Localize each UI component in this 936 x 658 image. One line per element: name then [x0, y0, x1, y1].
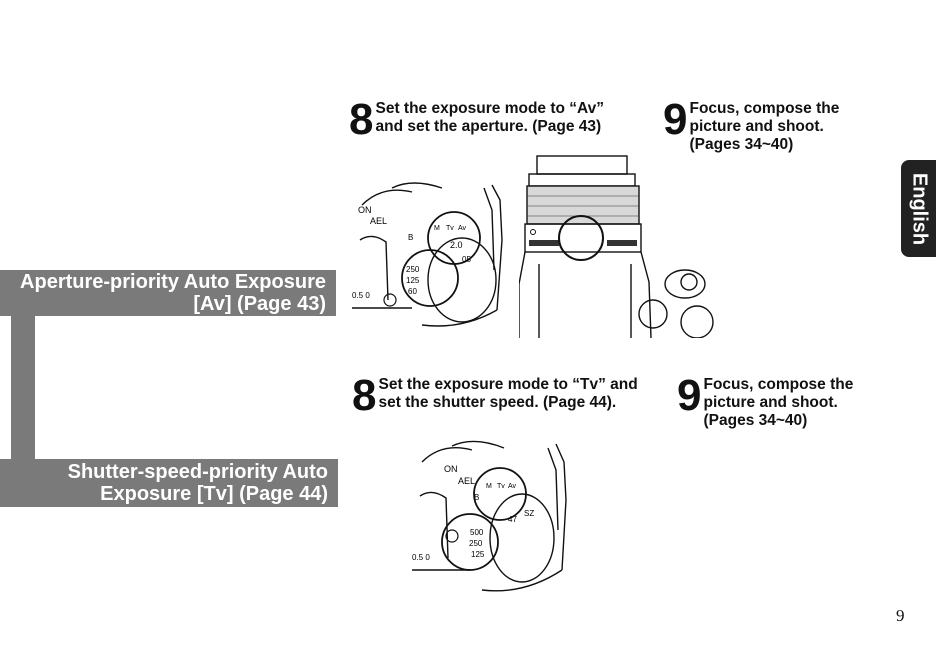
- step-number: 8: [352, 371, 377, 420]
- step-text-line2: set the shutter speed. (Page 44).: [378, 394, 617, 411]
- step-text-line2: and set the aperture. (Page 43): [375, 118, 602, 135]
- dial-shutter-value: 500: [470, 528, 484, 537]
- dial-label-on: ON: [444, 464, 458, 474]
- shutter-heading-line1: Shutter-speed-priority Auto: [67, 461, 328, 483]
- dial-label-tv: Tv: [497, 483, 505, 490]
- lens-aperture-ring-illustration: [519, 155, 714, 338]
- dial-aperture-value: 2.0: [450, 240, 463, 250]
- language-tab-label: English: [908, 172, 930, 245]
- step-text-line3: (Pages 34~40): [703, 412, 808, 429]
- camera-dial-tv-illustration: ON AEL B M Tv Av 47 SZ 500 250 125 0.5 0: [412, 440, 567, 592]
- dial-label-on: ON: [358, 205, 372, 215]
- dial-label-m: M: [486, 483, 492, 490]
- step-text-line1: Focus, compose the: [689, 100, 840, 117]
- dial-aperture-value: SZ: [524, 509, 534, 518]
- dial-label-av: Av: [458, 225, 467, 232]
- dial-aperture-value: 05: [462, 255, 471, 264]
- step-8-av: 8 Set the exposure mode to “Av” and set …: [349, 95, 605, 144]
- dial-label-b: B: [408, 233, 413, 242]
- step-9-tv: 9 Focus, compose the picture and shoot. …: [677, 371, 854, 430]
- aperture-priority-heading: Aperture-priority Auto Exposure [Av] (Pa…: [0, 270, 336, 316]
- language-tab: English: [901, 160, 936, 257]
- step-text-line1: Focus, compose the: [703, 376, 854, 393]
- dial-label-tv: Tv: [446, 225, 454, 232]
- page-number: 9: [896, 606, 905, 625]
- dial-ev-scale: 0.5 0: [352, 291, 370, 300]
- dial-shutter-value: 250: [406, 265, 420, 274]
- shutter-priority-heading: Shutter-speed-priority Auto Exposure [Tv…: [0, 459, 338, 507]
- step-number: 8: [349, 95, 374, 144]
- aperture-heading-line2: [Av] (Page 43): [193, 293, 326, 315]
- step-text-line3: (Pages 34~40): [689, 136, 794, 153]
- dial-label-ael: AEL: [370, 216, 387, 226]
- step-text-line1: Set the exposure mode to “Av”: [375, 100, 605, 117]
- dial-aperture-value: 47: [508, 515, 517, 524]
- camera-dial-av-illustration: ON AEL B M Tv Av 2.0 05 250 125 60 0.5 0: [352, 182, 503, 327]
- dial-shutter-value: 60: [408, 287, 417, 296]
- dial-shutter-value: 125: [471, 550, 485, 559]
- step-9-av: 9 Focus, compose the picture and shoot. …: [663, 95, 840, 154]
- dial-shutter-value: 250: [469, 539, 483, 548]
- dial-label-b: B: [474, 493, 479, 502]
- dial-label-av: Av: [508, 483, 517, 490]
- step-text-line1: Set the exposure mode to “Tv” and: [378, 376, 638, 393]
- dial-label-m: M: [434, 225, 440, 232]
- shutter-heading-line2: Exposure [Tv] (Page 44): [100, 483, 328, 505]
- dial-label-ael: AEL: [458, 476, 475, 486]
- aperture-heading-line1: Aperture-priority Auto Exposure: [20, 271, 326, 293]
- dial-shutter-value: 125: [406, 276, 420, 285]
- step-number: 9: [663, 95, 688, 144]
- dial-ev-scale: 0.5 0: [412, 553, 430, 562]
- step-number: 9: [677, 371, 702, 420]
- step-8-tv: 8 Set the exposure mode to “Tv” and set …: [352, 371, 638, 420]
- section-connector-line: [11, 316, 35, 459]
- step-text-line2: picture and shoot.: [703, 394, 838, 411]
- step-text-line2: picture and shoot.: [689, 118, 824, 135]
